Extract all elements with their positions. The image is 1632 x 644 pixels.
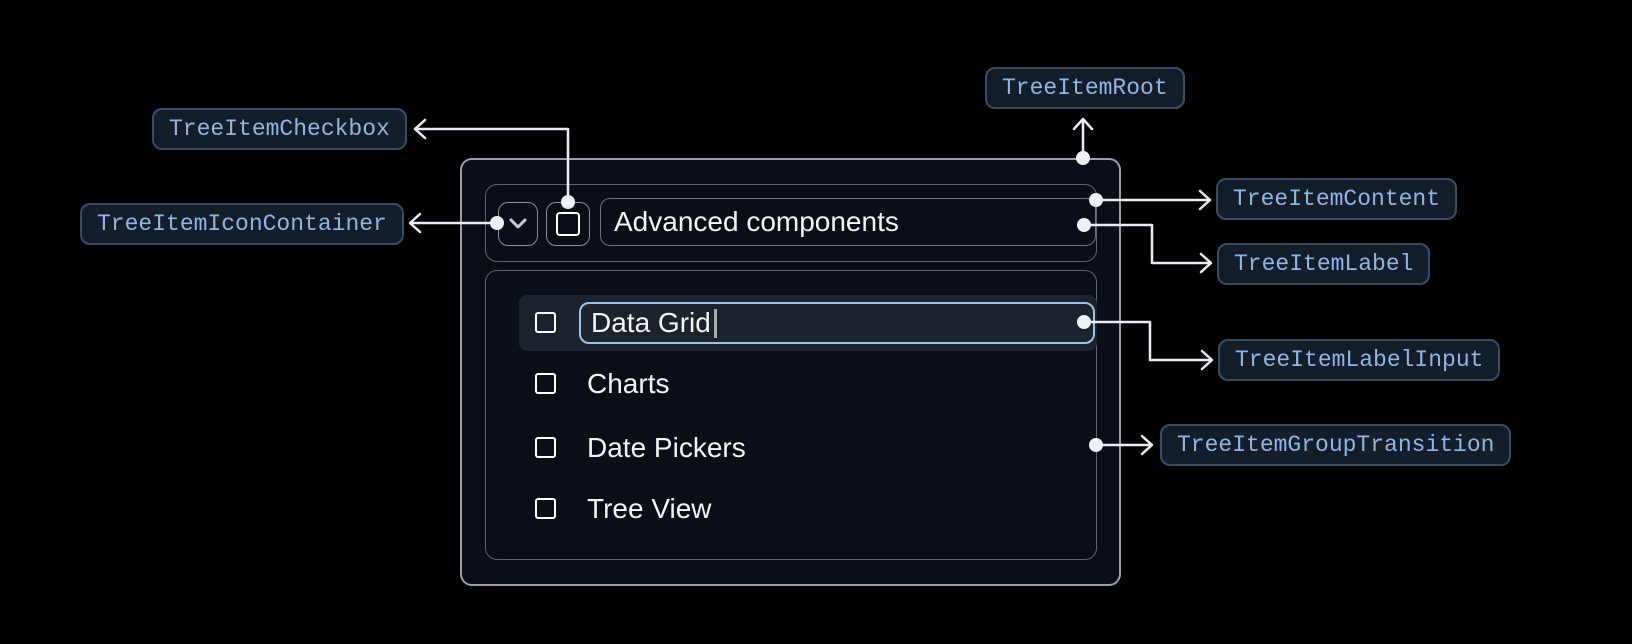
- checkbox-icon: [556, 212, 580, 236]
- tree-item-icon-container[interactable]: [498, 202, 538, 246]
- tree-item-row[interactable]: Date Pickers: [519, 420, 1097, 476]
- checkbox-icon[interactable]: [535, 373, 556, 394]
- tree-item-label[interactable]: Advanced components: [600, 198, 1096, 246]
- tree-item-content[interactable]: Advanced components: [485, 184, 1097, 262]
- tree-item-root: Advanced components Data Grid Charts Dat…: [460, 158, 1121, 586]
- checkbox-icon[interactable]: [535, 312, 556, 333]
- tree-item-row[interactable]: Tree View: [519, 481, 1097, 537]
- tree-item-checkbox[interactable]: [546, 202, 590, 246]
- parent-label: Advanced components: [614, 206, 899, 237]
- tree-item-group-transition: Data Grid Charts Date Pickers Tree View: [485, 270, 1097, 560]
- badge-tree-item-root: TreeItemRoot: [985, 67, 1185, 109]
- badge-tree-item-group-transition: TreeItemGroupTransition: [1160, 424, 1512, 466]
- badge-tree-item-icon-container: TreeItemIconContainer: [80, 203, 404, 245]
- checkbox-icon[interactable]: [535, 437, 556, 458]
- item-label: Tree View: [587, 493, 712, 524]
- item-label: Charts: [587, 368, 670, 399]
- text-caret: [713, 308, 717, 338]
- badge-tree-item-checkbox: TreeItemCheckbox: [152, 108, 407, 150]
- chevron-down-icon: [509, 218, 527, 229]
- badge-tree-item-label: TreeItemLabel: [1217, 243, 1431, 285]
- tree-item-label-input[interactable]: Data Grid: [579, 302, 1095, 344]
- badge-tree-item-label-input: TreeItemLabelInput: [1218, 339, 1501, 381]
- label-input-value: Data Grid: [591, 307, 711, 338]
- tree-item-row[interactable]: Charts: [519, 356, 1097, 412]
- checkbox-icon[interactable]: [535, 498, 556, 519]
- badge-tree-item-content: TreeItemContent: [1216, 178, 1458, 220]
- item-label: Date Pickers: [587, 432, 746, 463]
- tree-item-row-editing[interactable]: Data Grid: [519, 295, 1097, 351]
